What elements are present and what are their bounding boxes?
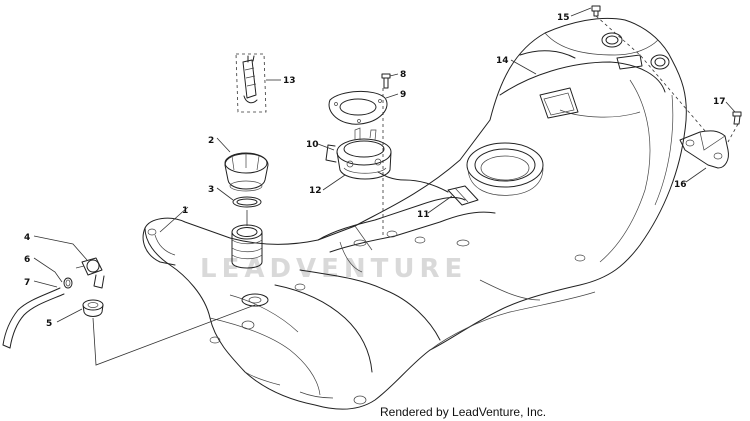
callout-12[interactable]: 12: [309, 186, 322, 196]
vent-valve[interactable]: [75, 257, 105, 289]
callout-5[interactable]: 5: [46, 319, 52, 329]
callout-16[interactable]: 16: [674, 180, 687, 190]
callout-6[interactable]: 6: [24, 255, 30, 265]
fuel-cap[interactable]: [224, 152, 269, 192]
fuel-level-sensor[interactable]: [377, 171, 479, 206]
hose-clamp[interactable]: [63, 277, 73, 289]
callout-7[interactable]: 7: [24, 278, 30, 288]
callout-4[interactable]: 4: [24, 233, 30, 243]
callout-8[interactable]: 8: [400, 70, 406, 80]
credit-text: Rendered by LeadVenture, Inc.: [380, 405, 546, 419]
leader-lines: [33, 7, 739, 366]
callout-14[interactable]: 14: [496, 56, 509, 66]
callout-labels: 1 2 3 4 5 6 7 8 9 10 11 12 13 14 15 16 1…: [24, 13, 726, 329]
screw[interactable]: [381, 73, 391, 89]
callout-3[interactable]: 3: [208, 185, 214, 195]
vent-hose[interactable]: [2, 287, 65, 349]
callout-13[interactable]: 13: [283, 76, 296, 86]
fuel-tank[interactable]: [142, 17, 687, 410]
gasket[interactable]: [328, 91, 388, 125]
watermark: LEADVENTURE: [200, 254, 467, 284]
bracket-screw[interactable]: [732, 111, 742, 125]
callout-15[interactable]: 15: [557, 13, 570, 23]
callout-2[interactable]: 2: [208, 136, 214, 146]
callout-1[interactable]: 1: [182, 206, 188, 216]
callout-17[interactable]: 17: [713, 97, 726, 107]
callout-11[interactable]: 11: [417, 210, 430, 220]
callout-10[interactable]: 10: [306, 140, 319, 150]
callout-9[interactable]: 9: [400, 90, 406, 100]
mounting-bracket[interactable]: [679, 130, 729, 169]
wiring-harness[interactable]: [235, 53, 267, 113]
bolt[interactable]: [591, 5, 601, 17]
o-ring[interactable]: [232, 196, 262, 208]
grommet[interactable]: [82, 299, 104, 317]
fuel-pump-assembly[interactable]: [325, 127, 392, 180]
